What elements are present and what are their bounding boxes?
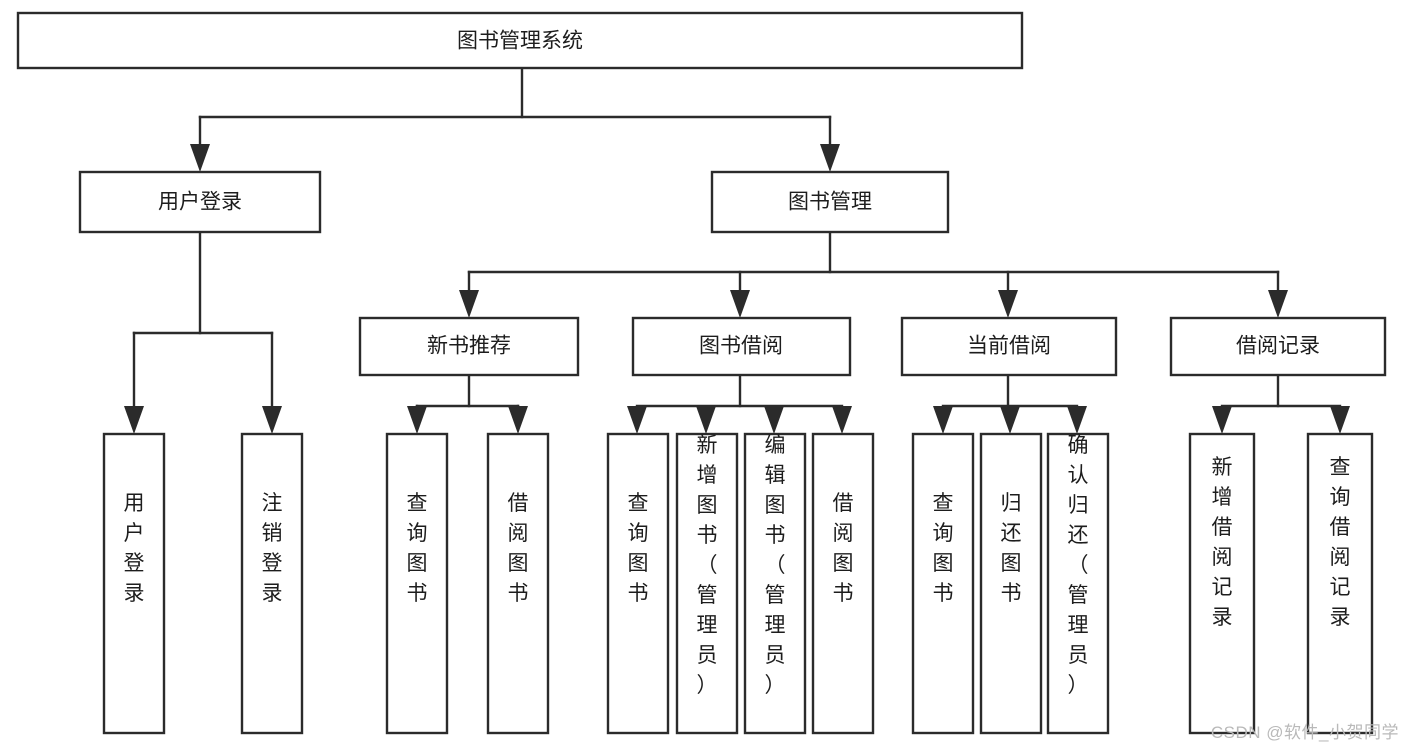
node-book-borrow[interactable]: 图书借阅 [631,316,852,377]
node-leaf-borrow-book-2[interactable]: 借阅图书 [811,432,875,735]
node-leaf-add-record-label: 新增借阅记录 [1212,456,1233,629]
arrow-head-user-login [190,144,210,172]
node-leaf-query-book-1-box[interactable] [385,432,449,735]
node-leaf-return-book-box[interactable] [979,432,1043,735]
node-leaf-edit-book[interactable]: 编辑图书（管理员） [743,432,807,735]
arrow-head-leaf-borrow-book-2 [832,406,852,434]
arrow-head-leaf-user-login [124,406,144,434]
csdn-watermark: CSDN @软件_小贺同学 [1210,723,1399,742]
node-book-borrow-box[interactable] [631,316,852,377]
node-root[interactable]: 图书管理系统 [16,11,1024,70]
node-leaf-add-record-box[interactable] [1188,432,1256,735]
arrow-head-leaf-logout [262,406,282,434]
node-leaf-edit-book-box[interactable] [743,432,807,735]
node-leaf-logout-box[interactable] [240,432,304,735]
node-leaf-add-book[interactable]: 新增图书（管理员） [675,432,739,735]
node-leaf-query-record-label: 查询借阅记录 [1330,456,1351,629]
node-leaf-borrow-book-1[interactable]: 借阅图书 [486,432,550,735]
node-leaf-query-book-2-box[interactable] [606,432,670,735]
node-root-label: 图书管理系统 [457,30,583,53]
arrow-head-book-mgmt [820,144,840,172]
node-book-mgmt[interactable]: 图书管理 [710,170,950,234]
node-new-book-recommend[interactable]: 新书推荐 [358,316,580,377]
arrow-head-borrow-record [1268,290,1288,318]
node-root-box[interactable] [16,11,1024,70]
node-book-mgmt-box[interactable] [710,170,950,234]
node-user-login[interactable]: 用户登录 [78,170,322,234]
node-borrow-record-label: 借阅记录 [1236,335,1320,358]
node-leaf-logout[interactable]: 注销登录 [240,432,304,735]
connector-layer [124,66,1350,434]
arrow-head-leaf-query-record [1330,406,1350,434]
node-leaf-edit-book-label: 编辑图书（管理员） [765,434,786,697]
node-current-borrow[interactable]: 当前借阅 [900,316,1118,377]
node-leaf-query-book-2[interactable]: 查询图书 [606,432,670,735]
arrow-head-leaf-query-book-1 [407,406,427,434]
node-leaf-query-record[interactable]: 查询借阅记录 [1306,432,1374,735]
node-leaf-query-book-1[interactable]: 查询图书 [385,432,449,735]
node-leaf-borrow-book-2-box[interactable] [811,432,875,735]
node-current-borrow-label: 当前借阅 [967,335,1051,358]
arrow-head-leaf-add-record [1212,406,1232,434]
node-leaf-borrow-book-2-label: 借阅图书 [833,492,854,605]
node-user-login-label: 用户登录 [158,191,242,214]
node-leaf-confirm-return[interactable]: 确认归还（管理员） [1046,432,1110,735]
arrow-head-leaf-return-book [1000,406,1020,434]
arrow-head-current-borrow [998,290,1018,318]
node-leaf-borrow-book-1-label: 借阅图书 [508,492,529,605]
node-book-borrow-label: 图书借阅 [699,335,783,358]
arrow-head-leaf-borrow-book-1 [508,406,528,434]
arrow-head-leaf-edit-book [764,406,784,434]
arrow-head-book-borrow [730,290,750,318]
node-leaf-query-book-2-label: 查询图书 [628,492,649,605]
node-leaf-query-book-3-label: 查询图书 [933,492,954,605]
node-new-book-recommend-box[interactable] [358,316,580,377]
arrow-head-leaf-query-book-2 [627,406,647,434]
node-leaf-add-book-box[interactable] [675,432,739,735]
node-leaf-add-book-label: 新增图书（管理员） [697,434,718,697]
node-leaf-confirm-return-label: 确认归还（管理员） [1068,434,1089,697]
node-leaf-confirm-return-box[interactable] [1046,432,1110,735]
node-leaf-query-book-1-label: 查询图书 [407,492,428,605]
node-leaf-return-book-label: 归还图书 [1001,492,1022,605]
node-leaf-query-record-box[interactable] [1306,432,1374,735]
node-leaf-logout-label: 注销登录 [262,492,283,605]
arrow-head-leaf-query-book-3 [933,406,953,434]
node-leaf-user-login-box[interactable] [102,432,166,735]
node-leaf-user-login[interactable]: 用户登录 [102,432,166,735]
node-borrow-record[interactable]: 借阅记录 [1169,316,1387,377]
node-leaf-return-book[interactable]: 归还图书 [979,432,1043,735]
arrow-head-new-book-rec [459,290,479,318]
arrow-head-leaf-confirm-return [1067,406,1087,434]
node-leaf-borrow-book-1-box[interactable] [486,432,550,735]
node-user-login-box[interactable] [78,170,322,234]
node-book-mgmt-label: 图书管理 [788,191,872,214]
arrow-head-leaf-add-book [696,406,716,434]
node-leaf-query-book-3-box[interactable] [911,432,975,735]
node-leaf-query-book-3[interactable]: 查询图书 [911,432,975,735]
node-leaf-user-login-label: 用户登录 [124,492,145,605]
node-new-book-recommend-label: 新书推荐 [427,335,511,358]
node-current-borrow-box[interactable] [900,316,1118,377]
node-leaf-add-record[interactable]: 新增借阅记录 [1188,432,1256,735]
node-borrow-record-box[interactable] [1169,316,1387,377]
